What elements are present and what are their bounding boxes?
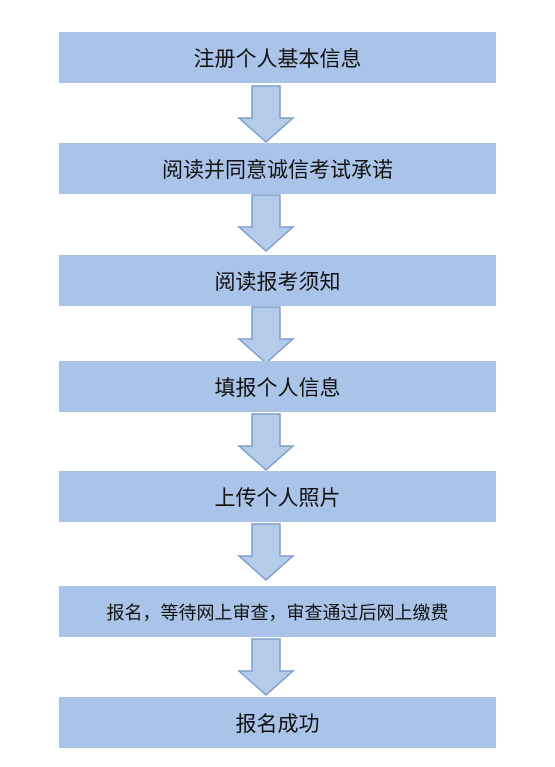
step-upload-photo: 上传个人照片 — [59, 471, 496, 522]
step-register-review-pay: 报名，等待网上审查，审查通过后网上缴费 — [59, 586, 496, 637]
step-read-integrity-pledge: 阅读并同意诚信考试承诺 — [59, 143, 496, 194]
step-label: 填报个人信息 — [214, 375, 341, 400]
step-fill-personal-info: 填报个人信息 — [59, 361, 496, 412]
down-arrow-icon — [237, 194, 295, 252]
step-label: 注册个人基本信息 — [193, 46, 362, 71]
down-arrow-icon — [237, 306, 295, 364]
step-label: 上传个人照片 — [214, 485, 341, 510]
step-label: 报名成功 — [235, 711, 320, 736]
step-label: 阅读报考须知 — [214, 269, 341, 294]
down-arrow-icon — [237, 85, 295, 143]
step-label: 阅读并同意诚信考试承诺 — [162, 157, 393, 182]
step-register-basic-info: 注册个人基本信息 — [59, 32, 496, 83]
step-label: 报名，等待网上审查，审查通过后网上缴费 — [106, 602, 449, 624]
down-arrow-icon — [237, 638, 295, 696]
down-arrow-icon — [237, 523, 295, 581]
down-arrow-icon — [237, 413, 295, 471]
step-read-exam-notice: 阅读报考须知 — [59, 255, 496, 306]
step-registration-success: 报名成功 — [59, 697, 496, 748]
